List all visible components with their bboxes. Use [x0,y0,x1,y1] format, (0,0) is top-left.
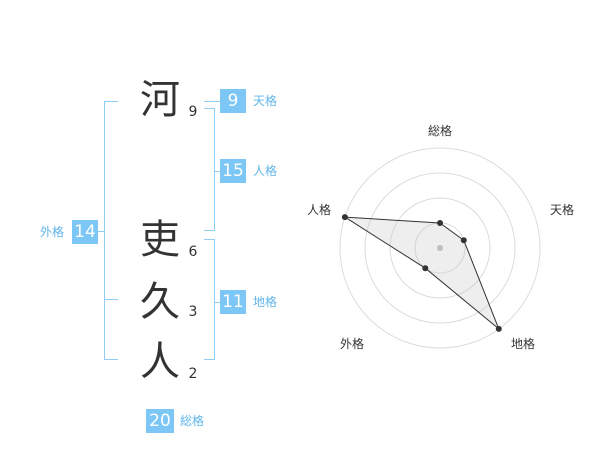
stroke-count-1: 9 [188,104,198,120]
chikaku-badge: 11 [220,290,246,314]
chikaku-label: 地格 [253,295,278,309]
jinkaku-bracket-bottom [204,230,215,231]
name-char-4: 人 [140,339,180,385]
stroke-count-3: 3 [188,304,198,320]
gaikaku-bracket-vertical [104,101,105,360]
name-char-3: 久 [140,279,180,325]
gaikaku-bracket-mid [104,299,118,300]
name-char-2: 吏 [140,217,180,263]
radar-point-1 [460,237,467,244]
gaikaku-bracket-bottom [104,359,118,360]
radar-center [437,245,443,251]
stroke-count-2: 6 [188,244,198,260]
radar-point-4 [341,214,348,221]
chikaku-bracket-vertical [214,239,215,360]
radar-point-3 [422,265,429,272]
radar-label-gaikaku: 外格 [340,337,365,351]
name-char-1: 河 [140,77,180,123]
gaikaku-badge: 14 [72,220,98,244]
chikaku-bracket-connector [214,302,220,303]
stroke-count-4: 2 [188,366,198,382]
radar-label-jinkaku: 人格 [307,203,332,217]
radar-label-chikaku: 地格 [511,337,536,351]
chikaku-bracket-bottom [204,359,215,360]
radar-point-0 [437,220,443,226]
chikaku-bracket-top [204,239,214,240]
gaikaku-bracket-connector [98,231,105,232]
jinkaku-bracket-vertical [214,108,215,230]
tenkaku-connector [204,101,220,102]
radar-polygon [344,216,500,330]
jinkaku-badge: 15 [220,159,246,183]
radar-ring-1 [414,222,466,274]
radar-ring-3 [364,172,516,324]
soukaku-badge: 20 [146,409,174,433]
radar-ring-2 [389,197,491,299]
tenkaku-badge: 9 [220,89,246,113]
soukaku-label: 総格 [180,414,205,428]
jinkaku-bracket-connector [214,171,220,172]
jinkaku-bracket-top [204,108,214,109]
radar-point-2 [495,325,502,332]
tenkaku-label: 天格 [253,94,278,108]
gaikaku-label: 外格 [40,225,65,239]
radar-ring-4 [339,147,541,349]
radar-label-tenkaku: 天格 [550,203,575,217]
radar-label-soukaku: 総格 [428,124,453,138]
gaikaku-bracket-top [104,101,118,102]
jinkaku-label: 人格 [253,164,278,178]
